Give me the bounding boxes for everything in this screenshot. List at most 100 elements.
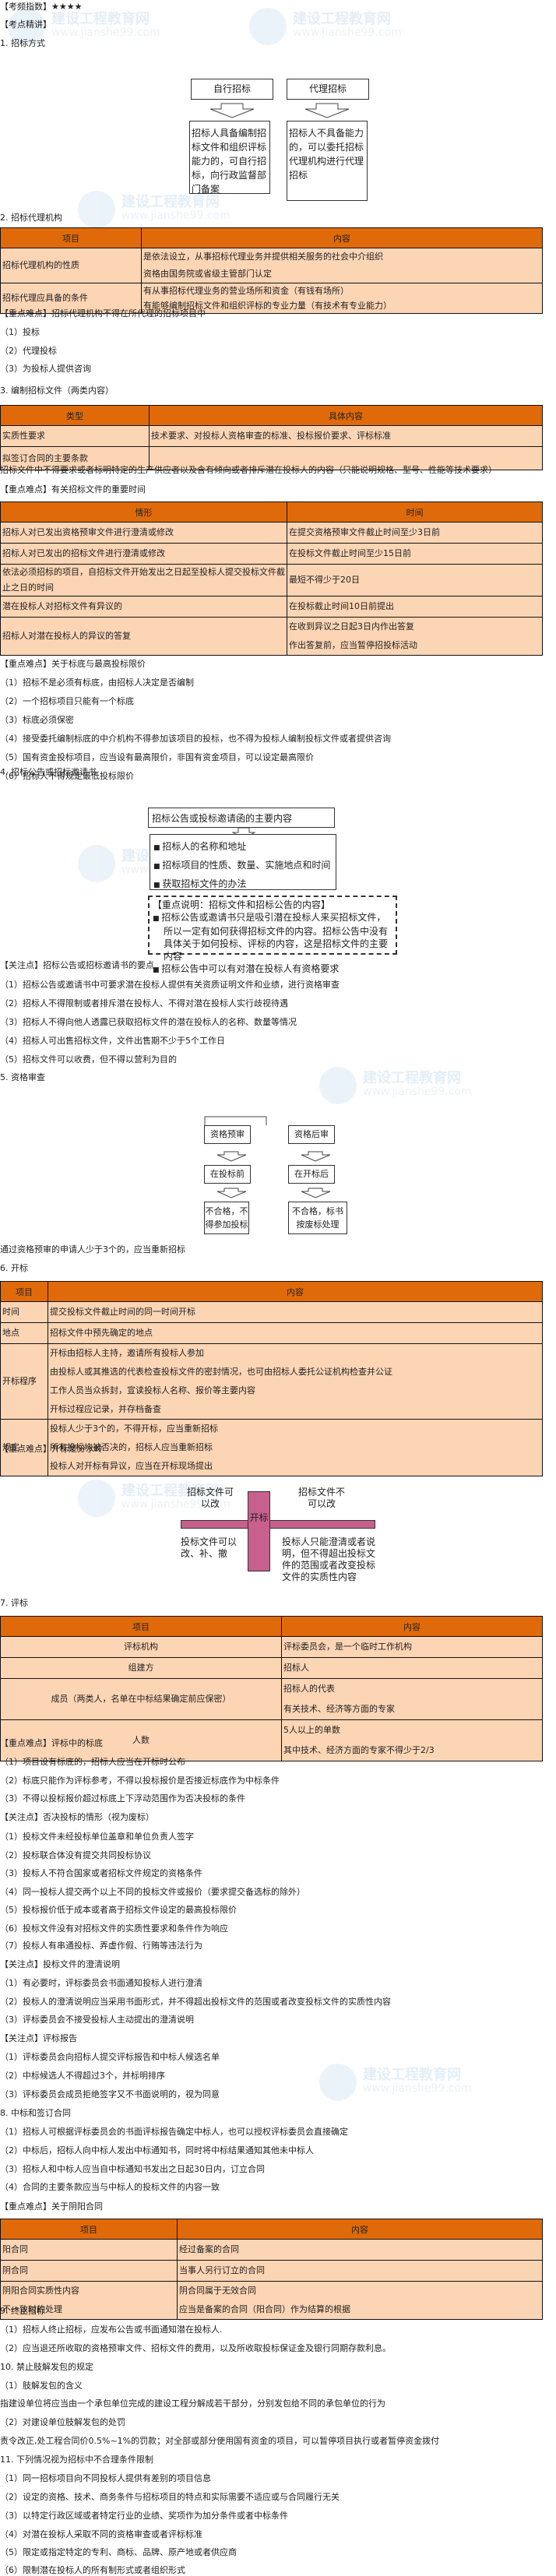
list-item: （2）招标人不得限制或者排斥潜在投标人、不得对潜在投标人实行歧视待遇 (0, 998, 288, 1008)
list-item: （3）为投标人提供咨询 (0, 364, 91, 374)
col-header: 时间 (287, 501, 543, 523)
list-item: （4）招标人可出售招标文件，文件出售期不少于5个工作日 (0, 1036, 225, 1046)
table-row: 评标机构评标委员会，是一个临时工作机构 (0, 1636, 543, 1658)
list-item: （1）评标委员会向招标人提交评标报告和中标人候选名单 (0, 2052, 220, 2062)
list-item: （1）招标人终止招标，应发布公告或书面通知潜在投标人. (0, 2324, 223, 2335)
bid-opening-table: 项目内容 时间提交投标文件截止时间的同一时间开标 地点招标文件中预先确定的地点 … (0, 1281, 543, 1476)
list-item: （5）国有资金投标项目，应当设有最高限价，非国有资金项目，可以设定最高限价 (0, 752, 314, 762)
table-row: 招标人对潜在投标人的异议的答复在收到异议之日起3日内作出答复作出答复前，应当暂停… (0, 617, 543, 656)
list-item: （1）肢解发包的含义 (0, 2381, 83, 2391)
section-11-title: 11. 下列情况视为招标中不合理条件限制 (0, 2455, 153, 2465)
document-types-table: 类型具体内容 实质性要求技术要求、对投标人资格审查的标准、投标报价要求、评标标准… (0, 405, 543, 470)
list-item: （2）对建设单位肢解发包的处罚 (0, 2417, 125, 2427)
list-item: 招标项目的性质、数量、实施地点和时间 (153, 857, 333, 875)
note-text: 招标文件中不得要求或者标明特定的生产供应者以及含有倾向或者排斥潜在投标人的内容（… (0, 465, 497, 475)
section-2-title: 2. 招标代理机构 (0, 213, 62, 223)
notice-content-list: 招标人的名称和地址 招标项目的性质、数量、实施地点和时间 获取招标文件的办法 (150, 834, 336, 890)
list-item: （3）投标人不符合国家或者招标文件规定的资格条件 (0, 1868, 202, 1878)
focus-title: 【关注点】评标报告 (0, 2033, 77, 2043)
list-item: （2）投标联合体没有提交共同投标协议 (0, 1850, 151, 1860)
section-4-title: 4. 招标公告或招标邀请书 (0, 767, 97, 777)
agency-table: 项目内容 招标代理机构的性质是依法设立，从事招标代理业务并提供相关服务的社会中介… (0, 227, 543, 314)
self-bidding-desc: 招标人具备编制招标文件和组织评标能力的，可自行招标，向行政监督部门备案 (189, 121, 270, 195)
col-header: 项目 (0, 1281, 48, 1302)
list-item: （1）招标不是必须有标底，由招标人决定是否编制 (0, 677, 194, 688)
focus-title: 【关注点】否决投标的情形（视为废标） (0, 1812, 154, 1822)
section-10-title: 10. 禁止肢解发包的规定 (0, 2362, 93, 2372)
table-row: 开标程序开标由招标人主持，邀请所有投标人参加由投标人或其推选的代表检查投标文件的… (0, 1343, 543, 1420)
table-row: 地点招标文件中预先确定的地点 (0, 1322, 543, 1344)
list-item: （2）投标人的澄清说明应当采用书面形式，并不得超出投标文件的范围或者改变投标文件… (0, 1997, 391, 2007)
table-row: 拟签订合同的主要条款 (0, 446, 543, 470)
star-rating-icon: ★★★★ (51, 2, 83, 12)
down-arrow-icon (304, 103, 350, 118)
down-arrow-icon (301, 1188, 331, 1198)
table-row: 潜在投标人对招标文件有异议的在投标截止时间10日前提出 (0, 596, 543, 618)
list-item: （1）投标 (0, 327, 40, 337)
list-item: （1）招标公告或邀请书中可要求潜在投标人提供有关资质证明文件和业绩，进行资格审查 (0, 980, 340, 990)
table-row: 招标人对已发出的招标文件进行澄清或修改在投标文件截止时间至少15日前 (0, 543, 543, 565)
col-header: 内容 (281, 1616, 543, 1637)
key-point-title: 【重点难点】开标是分水岭 (0, 1444, 103, 1454)
table-row: 时间提交投标文件截止时间的同一时间开标 (0, 1301, 543, 1323)
list-item: （6）投标文件没有对招标文件的实质性要求和条件作为响应 (0, 1923, 228, 1934)
bid-opening-marker: 开标 (248, 1491, 270, 1571)
list-item: （2）设定的资格、技术、商务条件与招标项目的特点和实际需要不适应或与合同履行无关 (0, 2492, 340, 2502)
list-item: （2）标底只能作为评标参考，不得以投标报价是否接近标底作为中标条件 (0, 1775, 280, 1786)
down-arrow-icon (216, 1188, 247, 1198)
focus-title: 【关注点】招标公告或招标邀请书的要点 (0, 960, 154, 970)
list-item: （3）评标委员会成员拒绝签字又不书面说明的，视为同意 (0, 2089, 220, 2099)
section-7-title: 7. 评标 (0, 1598, 28, 1608)
bid-doc-changeable: 投标文件可以改、补、撤 (181, 1536, 238, 1559)
focus-title: 【关注点】投标文件的澄清说明 (0, 1959, 120, 1969)
evaluation-table: 项目内容 评标机构评标委员会，是一个临时工作机构 组建方招标人 成员（两类人，名… (0, 1616, 543, 1761)
list-item: （3）以特定行政区域或者特定行业的业绩、奖项作为加分条件或者中标条件 (0, 2511, 288, 2521)
key-point-title: 【重点难点】评标中的标底 (0, 1738, 103, 1748)
col-header: 情形 (0, 501, 287, 523)
table-row: 成员（两类人，名单在中标结果确定前应保密）招标人的代表有关技术、经济等方面的专家 (0, 1678, 543, 1720)
after-opening-box: 在开标后 (288, 1165, 335, 1184)
col-header: 内容 (177, 2219, 543, 2240)
list-item: （3）标底必须保密 (0, 715, 74, 725)
table-row: 组建方招标人 (0, 1657, 543, 1679)
before-bid-box: 在投标前 (204, 1165, 251, 1184)
section-8-title: 8. 中标和签订合同 (0, 2108, 71, 2118)
section-6-title: 6. 开标 (0, 1263, 28, 1273)
col-header: 具体内容 (149, 405, 543, 426)
note-text: 通过资格预审的申请人少于3个的，应当重新招标 (0, 1244, 185, 1255)
list-item: 招标人的名称和地址 (153, 838, 333, 857)
notice-content-head: 招标公告或投标邀请函的主要内容 (148, 808, 335, 828)
section-1-title: 1. 招标方式 (0, 38, 45, 48)
table-row: 阴合同当事人另行订立的合同 (0, 2260, 543, 2282)
list-item: （6）限制潜在投标人的所有制形式或者组织形式 (0, 2565, 185, 2575)
table-row: 规定投标人少于3个的，不得开标，应当重新招标所有投标均被否决的，招标人应当重新招… (0, 1419, 543, 1476)
list-item: （3）招标人和中标人应当自中标通知书发出之日起30日内，订立合同 (0, 2164, 265, 2174)
key-explanation-box: 【重点说明：招标文件和招标公告的内容】 招标公告或邀请书只是吸引潜在投标人来买招… (148, 896, 397, 974)
table-row: 招标代理应具备的条件有从事招标代理业务的营业场所和资金（有钱有场所）有能够编制招… (0, 283, 543, 314)
list-item: （4）同一投标人提交两个以上不同的投标文件或报价（要求提交备选标的除外） (0, 1887, 305, 1897)
table-row: 实质性要求技术要求、对投标人资格审查的标准、投标报价要求、评标标准 (0, 425, 543, 447)
list-item: （3）评标委员会不接受投标人主动提出的澄清说明 (0, 2015, 194, 2025)
section-5-title: 5. 资格审查 (0, 1072, 45, 1082)
list-item: 招标公告或邀请书只是吸引潜在投标人来买招标文件，所以一定有如何获得招标文件的内容… (153, 911, 392, 962)
list-item: （1）招标人可根据评标委员会的书面评标报告确定中标人，也可以授权评标委员会直接确… (0, 2127, 348, 2137)
table-row: 招标人对已发出资格预审文件进行澄清或修改在提交资格预审文件截止时间至少3日前 (0, 522, 543, 544)
list-item: （1）投标文件未经投标单位盖章和单位负责人签字 (0, 1832, 194, 1842)
list-item: （2）代理投标 (0, 346, 57, 356)
key-point-title: 【重点难点】关于阴阳合同 (0, 2201, 103, 2212)
list-item: （1）同一招标项目向不同投标人提供有差别的项目信息 (0, 2473, 211, 2483)
col-header: 内容 (48, 1281, 543, 1302)
col-header: 类型 (0, 405, 150, 426)
self-bidding-head: 自行招标 (191, 79, 273, 100)
section-9-title: 9. 终止招标 (0, 2306, 45, 2316)
col-header: 内容 (141, 227, 543, 248)
agency-bidding-head: 代理招标 (287, 79, 369, 100)
key-point-title: 【重点难点】招标代理机构不得在所代理的招标项目中 (0, 308, 206, 318)
key-explanation-head: 【重点说明：招标文件和招标公告的内容】 (153, 899, 331, 910)
key-point-title: 【重点难点】有关招标文件的重要时间 (0, 484, 146, 494)
list-item: （1）有必要时，评标委员会书面通知投标人进行澄清 (0, 1978, 202, 1988)
definition-text: 指建设单位将应当由一个承包单位完成的建设工程分解成若干部分，分别发包给不同的承包… (0, 2398, 385, 2409)
tender-doc-changeable: 招标文件可以改 (187, 1487, 234, 1509)
timeline-bar (181, 1520, 375, 1529)
